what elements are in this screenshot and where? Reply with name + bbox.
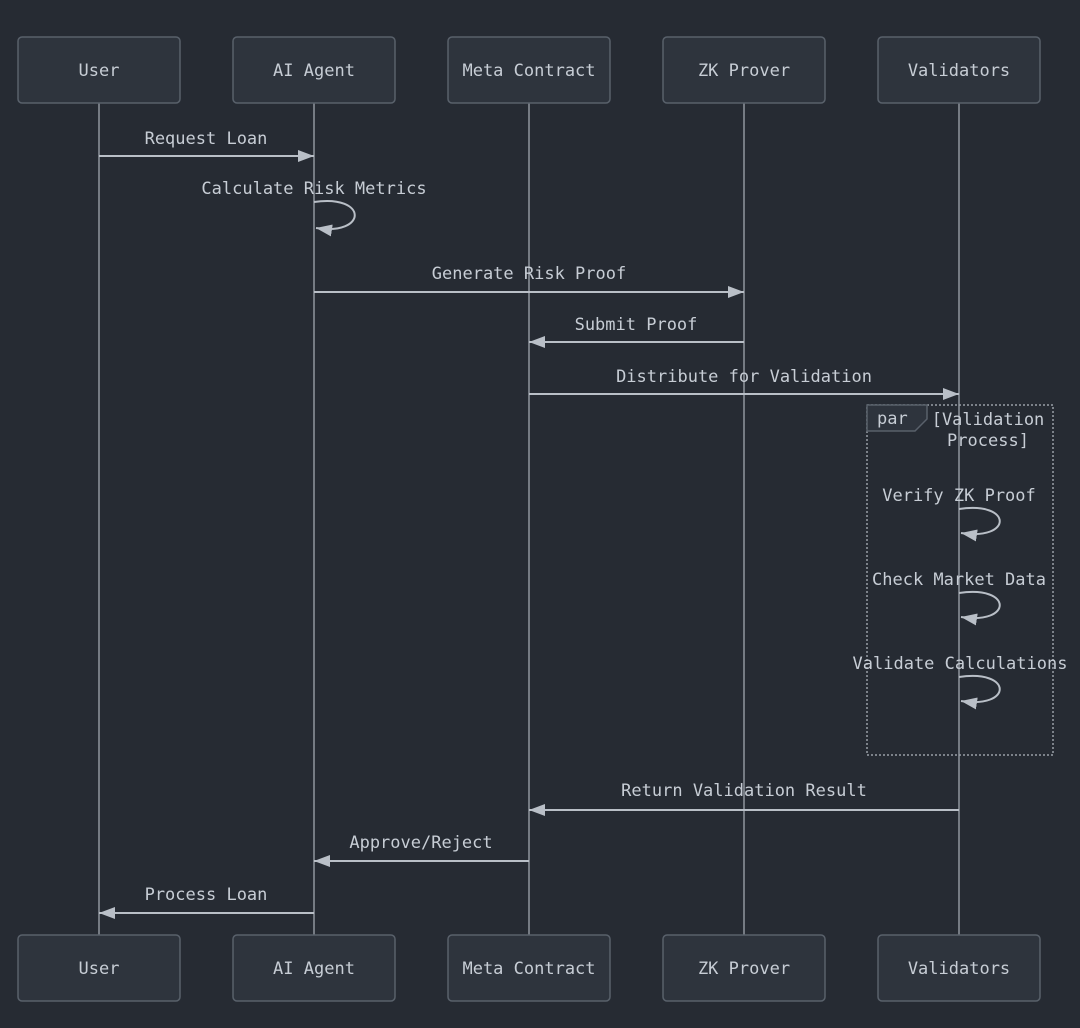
message-label-distribute-for-validation: Distribute for Validation (616, 367, 872, 387)
actor-box-validators-top (877, 36, 1041, 104)
message-label-return-validation-result: Return Validation Result (621, 781, 867, 801)
par-label-box (866, 404, 928, 432)
actor-box-user-top (17, 36, 181, 104)
par-title-line1: [Validation (932, 410, 1045, 430)
message-label-generate-risk-proof: Generate Risk Proof (432, 264, 626, 284)
message-label-check-market-data: Check Market Data (872, 570, 1046, 590)
par-keyword: par (877, 409, 908, 429)
message-label-request-loan: Request Loan (145, 129, 268, 149)
actor-label-ai-agent-top: AI Agent (273, 61, 355, 81)
actor-box-ai-agent-bottom (232, 934, 396, 1002)
message-label-approve-reject: Approve/Reject (349, 833, 492, 853)
self-loop-calculate-risk-metrics (313, 199, 356, 237)
actor-label-ai-agent-bottom: AI Agent (273, 959, 355, 979)
actor-box-meta-contract-bottom (447, 934, 611, 1002)
message-label-validate-calculations: Validate Calculations (853, 654, 1068, 674)
message-label-submit-proof: Submit Proof (575, 315, 698, 335)
actor-box-zk-prover-top (662, 36, 826, 104)
actor-label-validators-bottom: Validators (908, 959, 1010, 979)
actor-box-meta-contract-top (447, 36, 611, 104)
actor-box-validators-bottom (877, 934, 1041, 1002)
actor-label-meta-contract-top: Meta Contract (462, 61, 595, 81)
actor-label-zk-prover-top: ZK Prover (698, 61, 790, 81)
message-label-calculate-risk-metrics: Calculate Risk Metrics (201, 179, 426, 199)
message-label-verify-zk-proof: Verify ZK Proof (882, 486, 1036, 506)
actor-label-zk-prover-bottom: ZK Prover (698, 959, 790, 979)
actor-box-ai-agent-top (232, 36, 396, 104)
par-title-line2: Process] (947, 431, 1029, 451)
self-loop-validate-calculations (958, 674, 1001, 710)
self-loop-check-market-data (958, 590, 1001, 626)
actor-box-user-bottom (17, 934, 181, 1002)
actor-label-user-top: User (79, 61, 120, 81)
actor-label-validators-top: Validators (908, 61, 1010, 81)
self-loop-verify-zk-proof (958, 506, 1001, 542)
message-label-process-loan: Process Loan (145, 885, 268, 905)
actor-box-zk-prover-bottom (662, 934, 826, 1002)
actor-label-user-bottom: User (79, 959, 120, 979)
par-block (866, 404, 1054, 756)
actor-label-meta-contract-bottom: Meta Contract (462, 959, 595, 979)
